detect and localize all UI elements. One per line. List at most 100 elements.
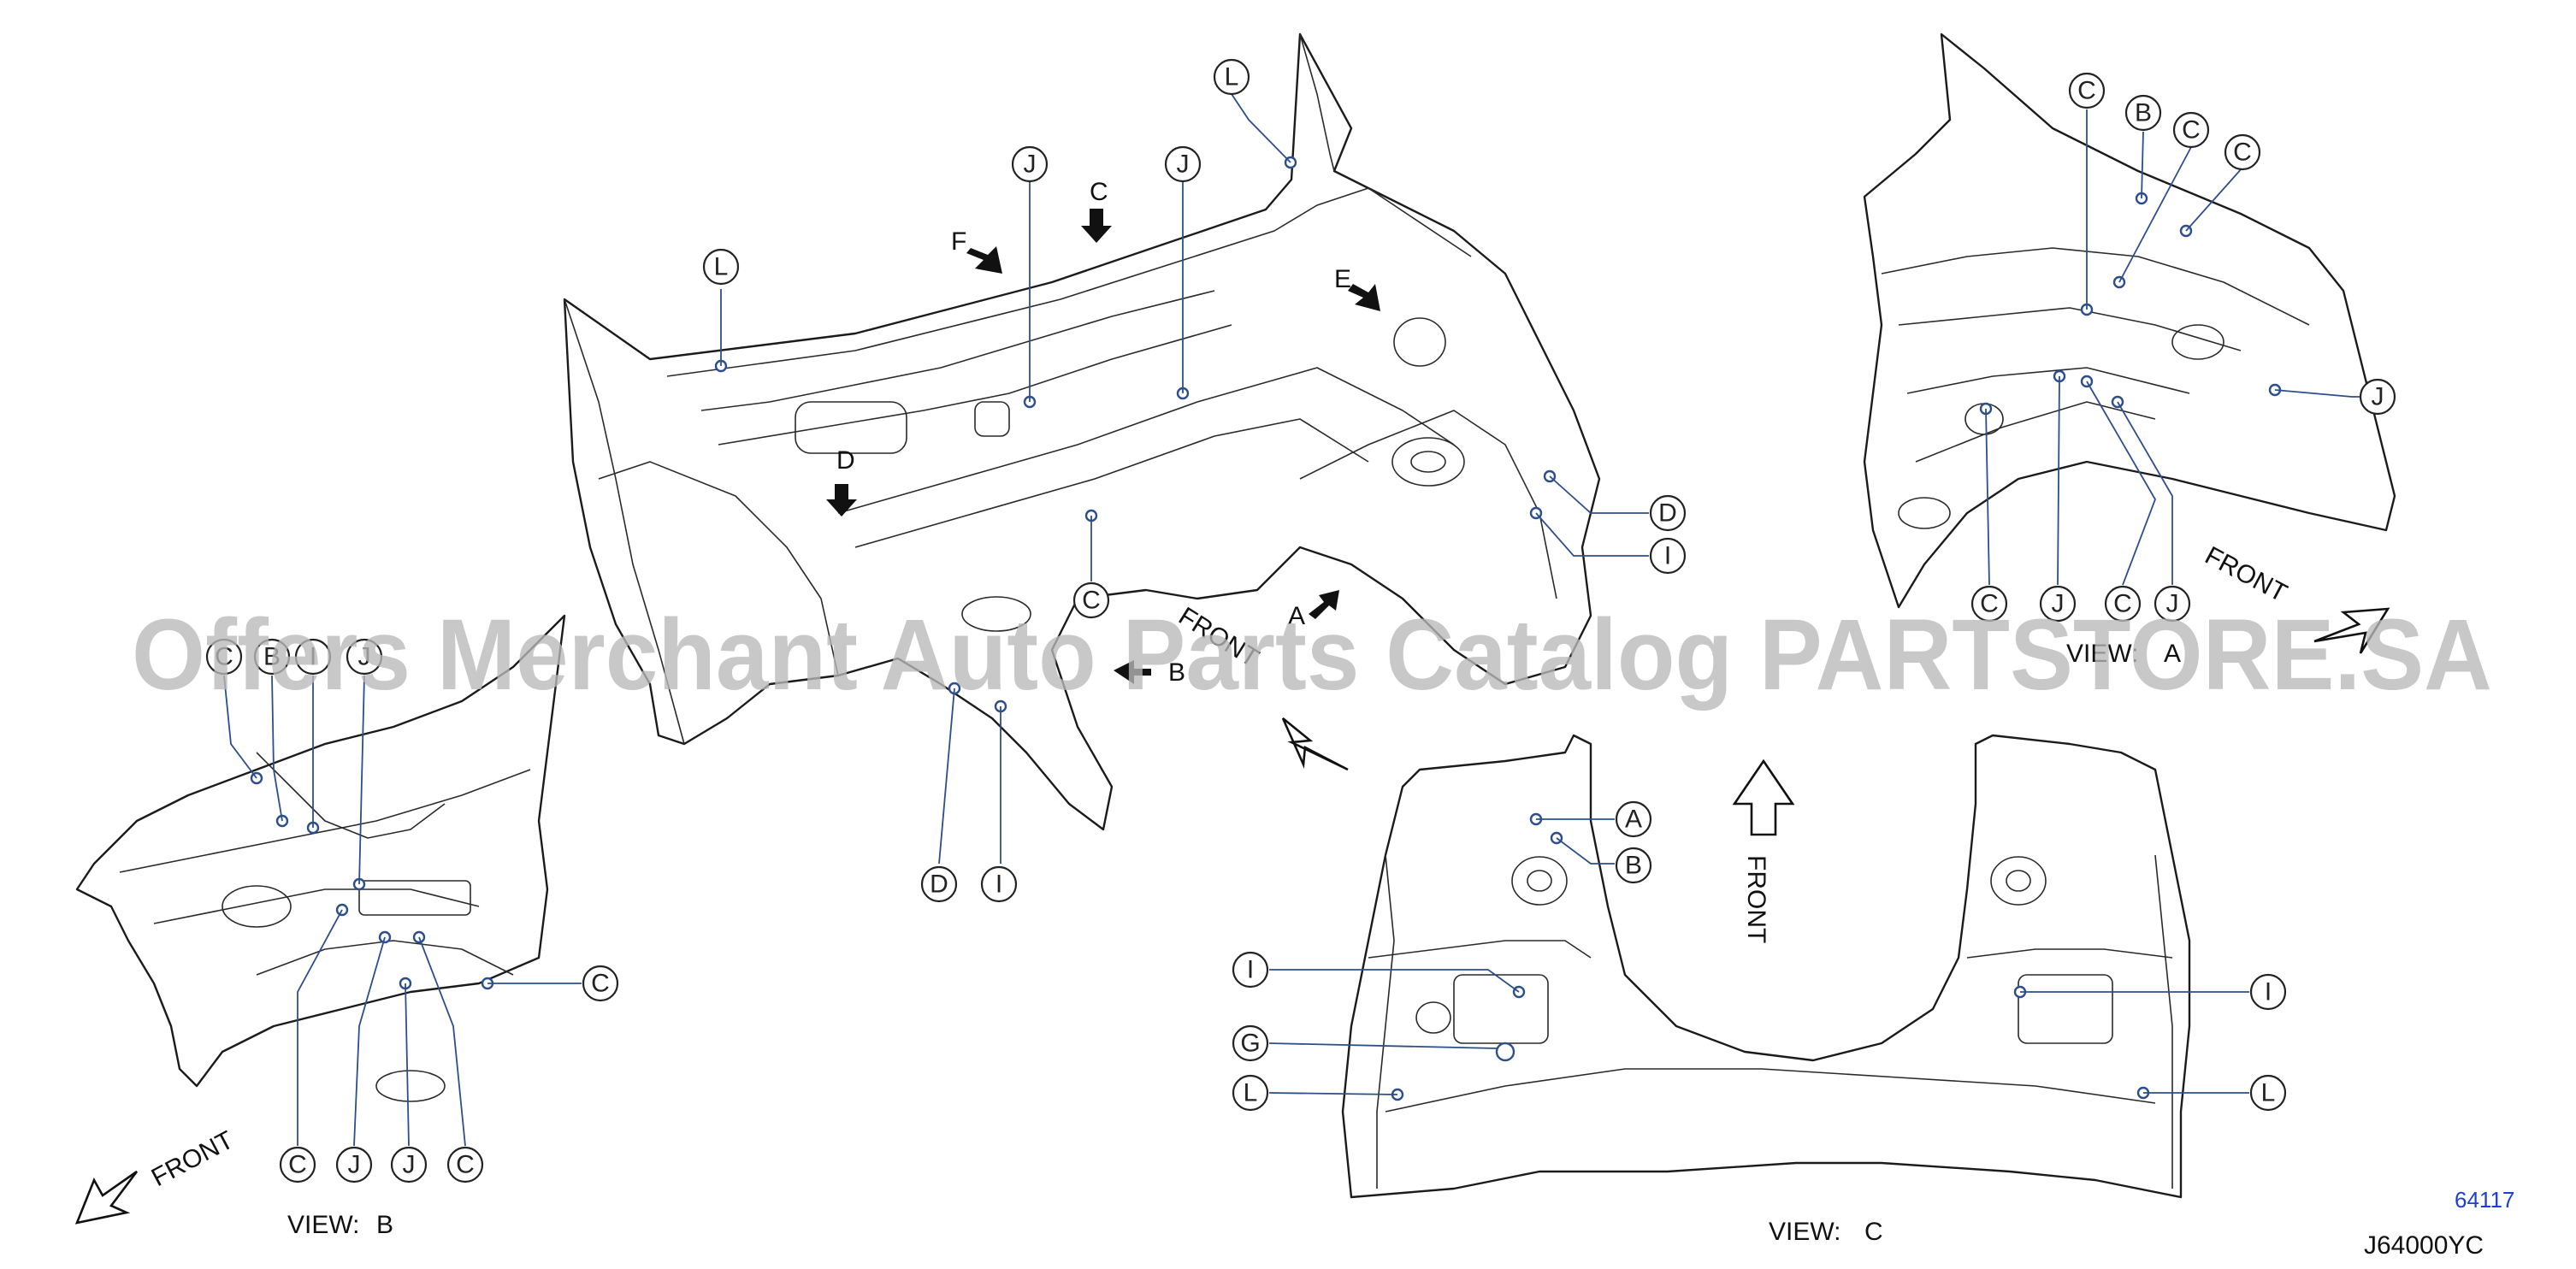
vc-front-arrow [1732, 758, 1795, 836]
vb-callout-I: I [294, 638, 332, 676]
part-code: J64000YC [2364, 1231, 2484, 1260]
svg-text:L: L [1225, 63, 1239, 91]
callout-J-1: J [1011, 145, 1049, 183]
va-callout-C1: C [2068, 72, 2106, 109]
view-arrow-D: D [826, 446, 857, 516]
view-b-detail-4 [256, 752, 446, 839]
view-c-left-tower [1511, 856, 1568, 906]
main-opening-1 [795, 401, 907, 454]
svg-text:D: D [1658, 499, 1677, 528]
main-brake-booster [1393, 317, 1446, 367]
view-b-detail-1 [119, 769, 531, 873]
svg-text:B: B [1168, 658, 1185, 687]
main-frame-rail-2 [854, 418, 1369, 548]
main-strut-tower-inner [1410, 451, 1446, 473]
svg-text:C: C [215, 643, 233, 671]
leader-I-right [1535, 512, 1649, 557]
vb-callout-J-b2: J [390, 1146, 428, 1183]
svg-text:J: J [358, 643, 371, 671]
main-frame-rail [837, 367, 1455, 514]
svg-text:D: D [930, 871, 948, 899]
view-arrow-B: B [1114, 658, 1185, 687]
main-apron-right [1299, 410, 1557, 599]
svg-text:F: F [951, 227, 966, 256]
view-b-lower-opening [375, 1070, 446, 1102]
leader-D-bottom [938, 688, 955, 865]
callout-J-2: J [1164, 145, 1202, 183]
vc-callout-G: G [1232, 1024, 1269, 1062]
main-cowl-line [666, 187, 1472, 377]
vb-front-indicator: FRONT [74, 1126, 239, 1225]
main-lower-opening [961, 596, 1031, 632]
svg-text:B: B [2135, 99, 2152, 127]
view-a-detail-4 [1915, 401, 2156, 463]
va-view-caption: VIEW: A [2066, 640, 2181, 668]
vb-leader-J-b2 [405, 983, 410, 1147]
view-b: C B I J C C J J C FRONT VIEW: B [74, 614, 619, 1239]
view-b-detail-2 [153, 888, 480, 924]
va-leader-C-b2 [2086, 381, 2156, 586]
vb-leader-C-b1 [297, 909, 343, 1146]
view-a-outline [1863, 32, 2396, 609]
main-front-arrow [1281, 717, 1349, 771]
svg-text:VIEW:: VIEW: [1769, 1218, 1840, 1246]
va-leader-J-b1 [2057, 375, 2060, 586]
view-c-right-rail [1966, 948, 2173, 959]
vb-leader-J-top [358, 675, 365, 885]
vb-front-arrow [74, 1170, 139, 1225]
vb-view-caption: VIEW: B [287, 1211, 393, 1239]
svg-text:J: J [1177, 151, 1190, 179]
vc-leader-G [1268, 1042, 1498, 1049]
va-callout-C-b2: C [2104, 585, 2142, 623]
callout-I-bottom: I [980, 865, 1018, 903]
svg-text:FRONT: FRONT [1742, 855, 1770, 943]
view-arrow-E: E [1334, 265, 1380, 311]
main-opening-2 [974, 401, 1010, 437]
svg-text:D: D [836, 446, 855, 475]
va-leader-C-bottom [1985, 408, 1990, 586]
vc-leader-B [1556, 837, 1615, 865]
svg-text:C: C [1082, 587, 1101, 615]
main-apron-left [598, 461, 839, 676]
svg-text:I: I [310, 643, 316, 671]
va-leader-C3 [2185, 167, 2243, 232]
view-c-right-tower [1990, 856, 2047, 906]
svg-text:L: L [1244, 1079, 1258, 1107]
svg-text:C: C [2113, 590, 2132, 618]
main-view: L L J J C D I D I F C E D A B [563, 32, 1687, 903]
vb-leader-C-b2 [418, 936, 466, 1147]
view-b-rail [358, 880, 471, 916]
svg-text:J: J [2166, 590, 2179, 618]
va-callout-J-b1: J [2039, 585, 2077, 623]
vc-view-caption: VIEW: C [1769, 1218, 1883, 1246]
vc-hole-G [1495, 1042, 1515, 1062]
svg-text:C: C [2182, 116, 2201, 145]
svg-text:C: C [1090, 178, 1108, 206]
vb-callout-B: B [253, 638, 291, 676]
view-b-detail-3 [256, 940, 514, 976]
vc-callout-A: A [1615, 800, 1652, 838]
view-b-outline [75, 614, 566, 1088]
svg-text:I: I [2265, 978, 2272, 1006]
va-leader-B [2141, 131, 2144, 199]
callout-L-left: L [702, 248, 740, 286]
view-arrow-F: F [951, 227, 1002, 274]
svg-text:G: G [1240, 1030, 1260, 1058]
svg-text:FRONT: FRONT [147, 1126, 239, 1193]
svg-text:C: C [2077, 77, 2096, 105]
view-c-crossmember [1385, 1068, 2156, 1113]
va-leader-C2 [2118, 146, 2192, 283]
vb-callout-C-b2: C [446, 1146, 484, 1183]
vc-callout-L-left: L [1232, 1074, 1269, 1112]
view-c-right-pillar [2154, 854, 2173, 1189]
va-front-arrow [2313, 607, 2390, 654]
callout-L-top: L [1213, 58, 1250, 96]
vc-front-indicator: FRONT [1732, 758, 1795, 943]
view-c-right-panel [2018, 974, 2113, 1044]
svg-text:J: J [1024, 151, 1037, 179]
svg-text:J: J [348, 1151, 361, 1179]
svg-text:I: I [1664, 542, 1671, 570]
svg-text:L: L [714, 253, 729, 281]
vc-callout-I-left: I [1232, 951, 1269, 989]
